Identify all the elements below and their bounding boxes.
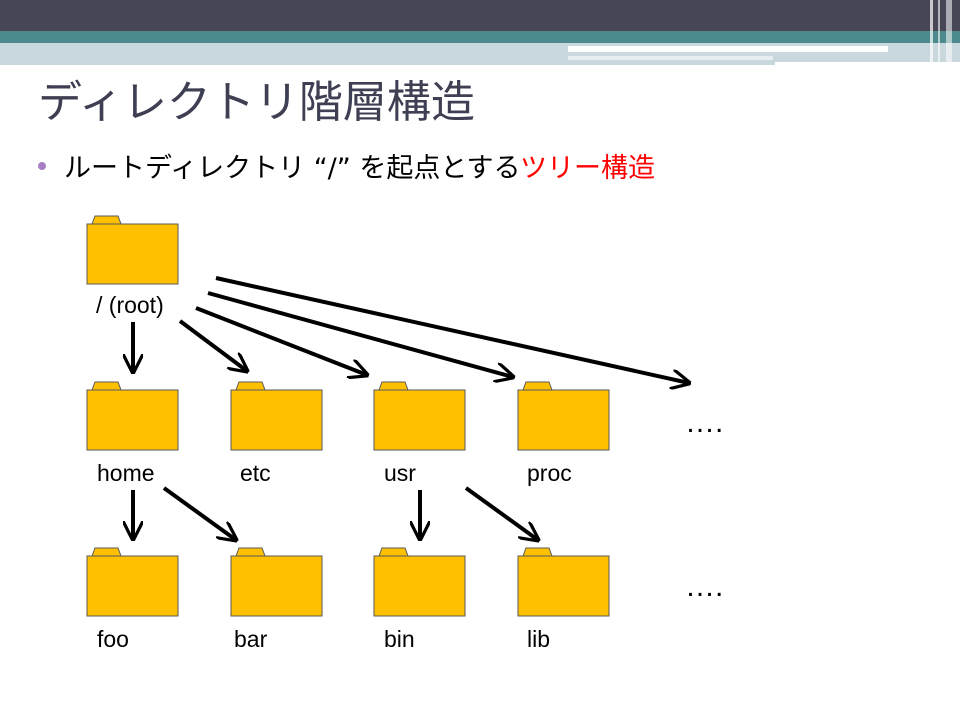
folder-label-proc: proc (527, 460, 572, 486)
arrow-home-to-bar (162, 486, 236, 540)
folder-label-bin: bin (384, 626, 415, 652)
folder-icon-bar (230, 547, 323, 617)
folder-icon-home (86, 381, 179, 451)
folder-icon-etc (230, 381, 323, 451)
bullet-item: ルートディレクトリ “/” を起点とするツリー構造 (38, 146, 655, 185)
bullet-text: ルートディレクトリ “/” を起点とする (64, 153, 520, 184)
folder-icon-foo (86, 547, 179, 617)
folder-label-etc: etc (240, 460, 271, 486)
folder-icon-usr (373, 381, 466, 451)
arrow-root-to-etc (178, 319, 247, 371)
folder-icon-bin (373, 547, 466, 617)
folder-label-foo: foo (97, 626, 129, 652)
folder-icon-proc (517, 381, 610, 451)
slide-title: ディレクトリ階層構造 (38, 77, 475, 128)
header-band (0, 0, 960, 70)
arrow-root-to-more (215, 276, 689, 383)
folder-label-usr: usr (384, 460, 416, 486)
ellipsis-level1: …. (685, 406, 723, 439)
arrow-root-to-usr (195, 306, 367, 375)
folder-label-lib: lib (527, 626, 550, 652)
ellipsis-level2: …. (685, 570, 723, 603)
bullet-dot-icon (38, 161, 46, 170)
folder-label-home: home (97, 460, 155, 486)
bullet-highlight-text: ツリー構造 (520, 153, 655, 184)
arrow-root-to-proc (207, 291, 513, 377)
folder-label-root: / (root) (96, 292, 164, 318)
arrow-usr-to-lib (464, 486, 538, 540)
folder-label-bar: bar (234, 626, 268, 652)
folder-icon-root (86, 215, 179, 285)
folder-icon-lib (517, 547, 610, 617)
